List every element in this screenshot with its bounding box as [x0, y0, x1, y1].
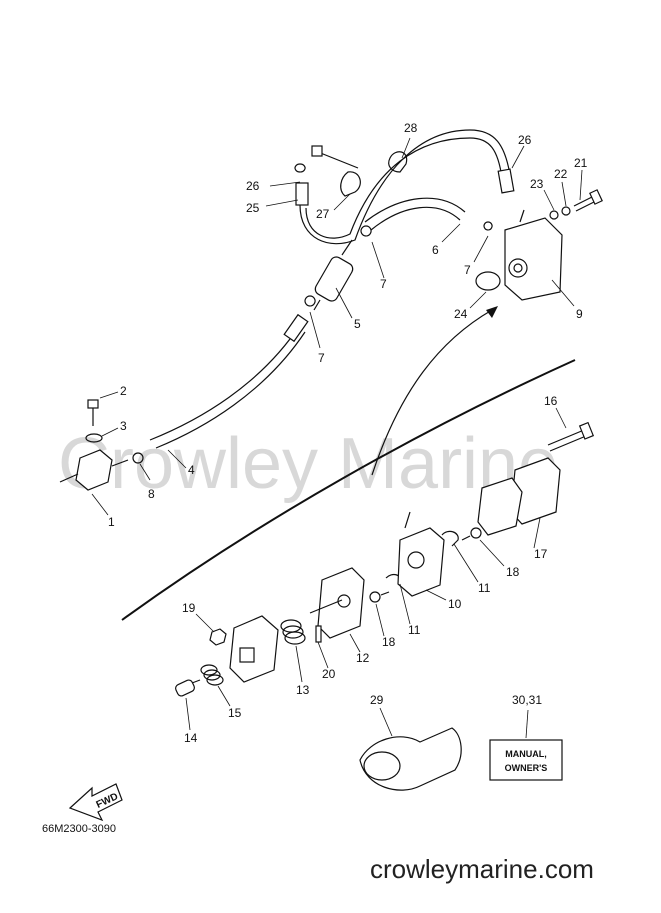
callout-1: 1: [108, 515, 115, 529]
hose-end-25: [295, 182, 309, 206]
callout-13: 13: [296, 683, 310, 697]
screw-18-b: [369, 591, 390, 603]
hose-end-26: [497, 168, 515, 194]
callout-17: 17: [534, 547, 548, 561]
fuel-hose-4: [149, 324, 301, 441]
callout-5: 5: [354, 317, 361, 331]
gasket: [477, 477, 523, 536]
callout-4: 4: [188, 463, 195, 477]
spring-13: [280, 619, 306, 645]
diagram-code: 66M2300-3090: [42, 823, 116, 835]
callout-25: 25: [246, 201, 260, 215]
bolt-2: [87, 399, 99, 426]
screw-16: [547, 421, 595, 452]
callout-22: 22: [554, 167, 568, 181]
callout-7b: 7: [318, 351, 325, 365]
callout-7a: 7: [380, 277, 387, 291]
callout-20: 20: [322, 667, 336, 681]
clip-7-b: [304, 295, 316, 307]
plunger-14: [175, 679, 201, 697]
callout-11a: 11: [478, 581, 491, 595]
callout-7c: 7: [464, 263, 471, 277]
washer-23: [549, 210, 559, 220]
callout-11b: 11: [408, 623, 421, 637]
o-ring-24: [475, 271, 501, 291]
clip-7-c: [483, 221, 493, 231]
callout-28: 28: [404, 121, 418, 135]
callout-18a: 18: [506, 565, 520, 579]
valve-11-a: [441, 530, 459, 547]
fuel-pump-9: [504, 209, 563, 301]
fuel-hose-4-inner: [155, 331, 306, 449]
callout-23: 23: [530, 177, 544, 191]
clip-7-a: [360, 225, 372, 237]
fuel-filter-5: [313, 239, 354, 311]
fuel-joint-1: [59, 449, 129, 491]
screw-21: [573, 189, 603, 212]
diaphragm-12: [309, 567, 365, 639]
callout-10: 10: [448, 597, 462, 611]
callout-8: 8: [148, 487, 155, 501]
clip-26: [294, 163, 306, 173]
fuel-hose-long: [299, 129, 511, 245]
hose-clamp-27: [311, 145, 361, 197]
fuel-hose-6: [364, 197, 466, 223]
callout-16: 16: [544, 394, 558, 408]
callout-6: 6: [432, 243, 439, 257]
pin-20: [315, 625, 322, 643]
site-url: crowleymarine.com: [370, 854, 594, 884]
callout-9: 9: [576, 307, 583, 321]
forward-arrow-icon: FWD: [68, 783, 123, 822]
callout-labels: 1 2 3 4 8 5 6 7 7 7 9 24 26 26 25 27 28 …: [108, 121, 588, 745]
tool-pouch-29: [359, 727, 462, 791]
clip-8: [132, 452, 144, 464]
callout-30-31: 30,31: [512, 693, 542, 707]
callout-24: 24: [454, 307, 468, 321]
callout-2: 2: [120, 384, 127, 398]
callout-18b: 18: [382, 635, 396, 649]
callout-29: 29: [370, 693, 384, 707]
pump-body-10: [397, 511, 445, 597]
clip-28: [388, 151, 408, 173]
callout-27: 27: [316, 207, 330, 221]
callout-26a: 26: [518, 133, 532, 147]
manual-box-line2: OWNER'S: [505, 763, 548, 773]
screw-18-a: [461, 527, 482, 541]
callout-3: 3: [120, 419, 127, 433]
nut-19: [209, 628, 227, 646]
reference-arrow: [371, 309, 493, 476]
watermark-text: Crowley Marine: [58, 424, 558, 504]
fuel-hose-long-inner: [305, 137, 503, 239]
callout-19: 19: [182, 601, 196, 615]
spring-15: [200, 664, 224, 686]
callout-21: 21: [574, 156, 588, 170]
section-divider-line: [121, 359, 576, 621]
callout-14: 14: [184, 731, 198, 745]
washer-3: [85, 433, 103, 443]
pump-base: [229, 615, 279, 683]
leader-lines: [91, 137, 583, 739]
manual-box-line1: MANUAL,: [505, 749, 547, 759]
washer-22: [561, 206, 571, 216]
owners-manual-box: MANUAL, OWNER'S: [489, 739, 563, 781]
callout-26b: 26: [246, 179, 260, 193]
callout-12: 12: [356, 651, 370, 665]
callout-15: 15: [228, 706, 242, 720]
fuel-hose-6-inner: [370, 206, 461, 231]
reference-arrowhead: [486, 306, 498, 318]
hose-end-7: [283, 313, 309, 343]
